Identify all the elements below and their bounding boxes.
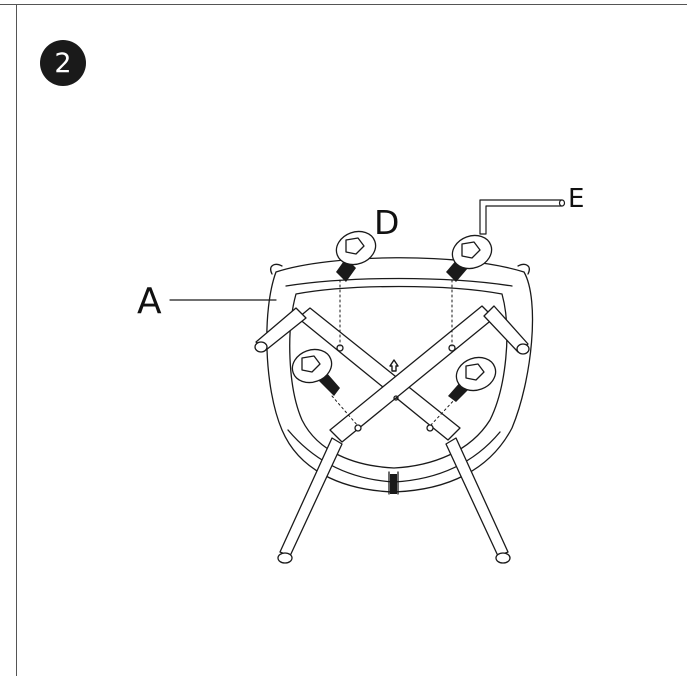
chair-legs — [254, 305, 530, 564]
step-number-badge: 2 — [40, 40, 86, 86]
allen-wrench — [479, 199, 566, 235]
bolt-bottom-left — [291, 348, 340, 396]
alignment-guides — [331, 279, 457, 427]
front-direction-arrow — [389, 359, 399, 372]
bolt-top-left — [335, 230, 377, 282]
bolt-part-label: D — [374, 203, 400, 242]
seat-part-label: A — [137, 281, 162, 322]
top-border-line — [0, 4, 687, 5]
left-border-line — [16, 4, 17, 676]
step-number: 2 — [54, 47, 72, 79]
wrench-part-label: E — [568, 184, 585, 214]
bolt-top-right — [446, 234, 493, 282]
bolt-bottom-right — [448, 356, 497, 402]
